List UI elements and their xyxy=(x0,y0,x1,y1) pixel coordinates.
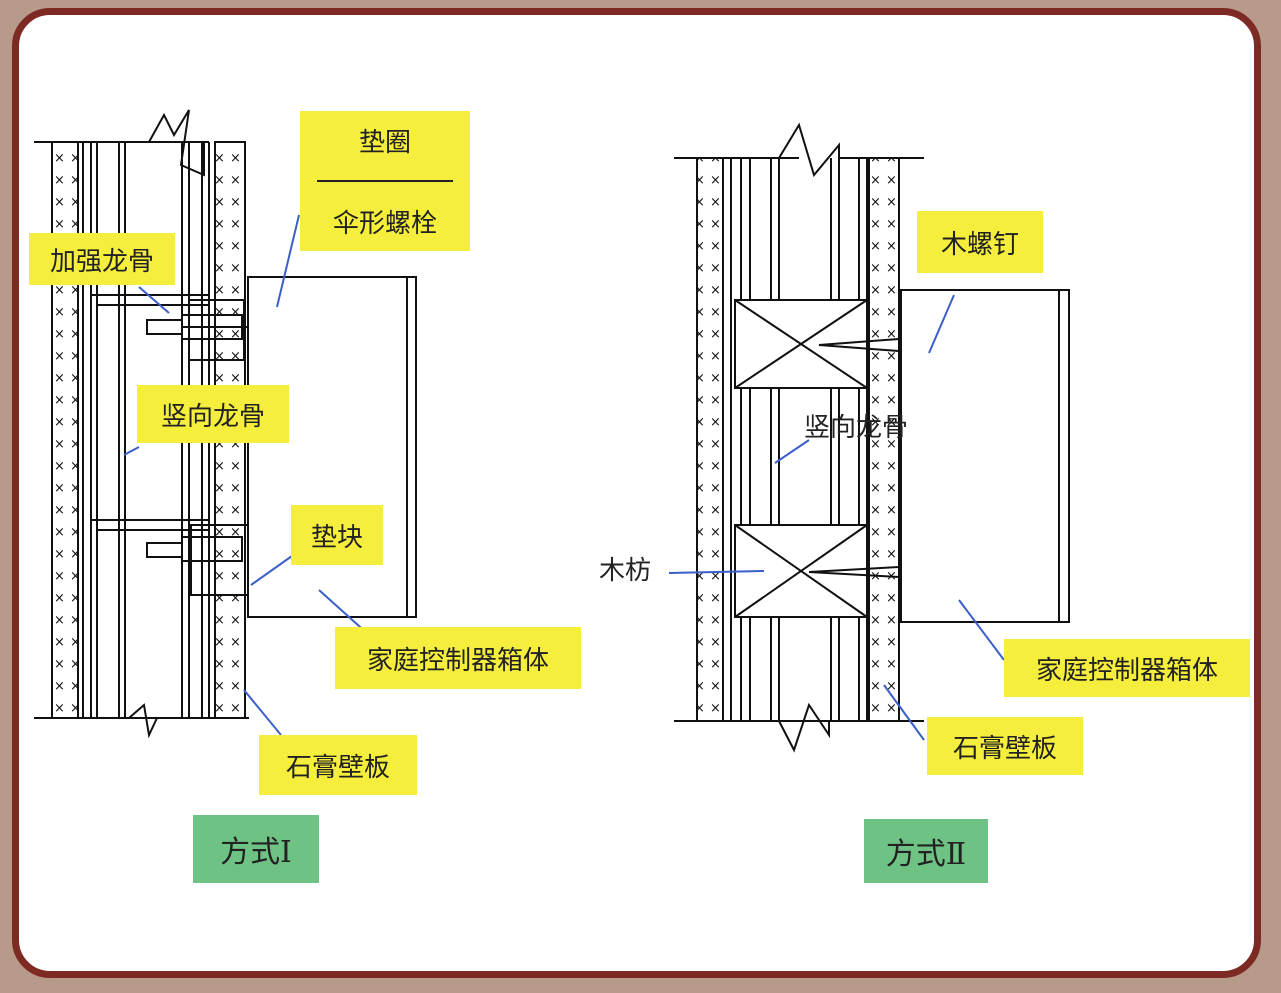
spacer-block-label: 垫块 xyxy=(291,505,383,565)
label-divider xyxy=(317,179,453,182)
controller-box-label-1: 家庭控制器箱体 xyxy=(335,627,581,689)
gypsum-board-text-1: 石膏壁板 xyxy=(285,752,390,783)
reinforced-keel-label: 加强龙骨 xyxy=(29,233,175,285)
vertical-keel-text-2: 竖向龙骨 xyxy=(804,413,909,443)
wood-batten-text: 木枋 xyxy=(599,556,652,586)
washer-bolt-label: 垫圈 伞形螺栓 xyxy=(300,111,470,251)
controller-box-label-2: 家庭控制器箱体 xyxy=(1004,639,1250,697)
caption-method-one-text: 方式Ⅰ xyxy=(220,835,292,870)
figure-one-wall xyxy=(34,109,417,739)
umbrella-bolt-label: 伞形螺栓 xyxy=(332,209,437,240)
caption-method-one: 方式Ⅰ xyxy=(193,815,319,883)
gypsum-board-text-2: 石膏壁板 xyxy=(952,733,1057,764)
figure-one-leaders xyxy=(123,214,370,736)
diagram-frame: × xyxy=(12,8,1261,978)
controller-box-text-2: 家庭控制器箱体 xyxy=(1035,655,1218,686)
diagram-drawing: × xyxy=(34,109,1070,753)
gypsum-board-label-2: 石膏壁板 xyxy=(927,717,1083,775)
caption-method-two: 方式Ⅱ xyxy=(864,819,988,883)
spacer-block-text: 垫块 xyxy=(310,522,363,553)
washer-label: 垫圈 xyxy=(358,127,411,158)
controller-box-text-1: 家庭控制器箱体 xyxy=(366,645,549,676)
vertical-keel-text-1: 竖向龙骨 xyxy=(160,401,265,432)
wood-screw-label: 木螺钉 xyxy=(917,211,1043,273)
wood-batten-label: 木枋 xyxy=(599,550,651,587)
vertical-keel-label-1: 竖向龙骨 xyxy=(137,385,289,443)
gypsum-board-label-1: 石膏壁板 xyxy=(259,735,417,795)
caption-method-two-text: 方式Ⅱ xyxy=(885,837,967,872)
vertical-keel-label-2: 竖向龙骨 xyxy=(804,407,908,444)
reinforced-keel-text: 加强龙骨 xyxy=(49,246,154,277)
figure-two-leaders xyxy=(668,294,1005,741)
wood-screw-text: 木螺钉 xyxy=(940,229,1019,260)
